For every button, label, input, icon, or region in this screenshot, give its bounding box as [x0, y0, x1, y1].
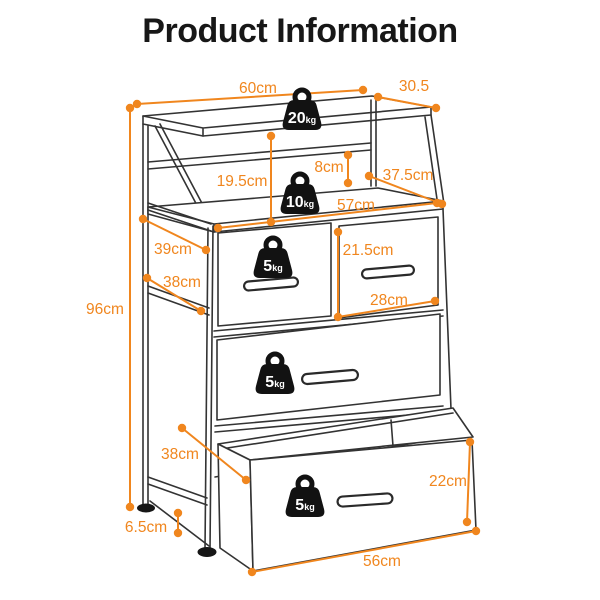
dot: [471, 526, 481, 536]
dot: [196, 306, 206, 316]
bottom-drawer-handle: [336, 492, 394, 508]
weight-icons: 20kg 10kg 5kg 5kg 5kg: [253, 87, 325, 517]
dot: [432, 198, 442, 208]
measurement-label: 6.5cm: [125, 519, 167, 536]
dot: [343, 150, 353, 160]
drawer-middle: [216, 313, 441, 421]
dot: [465, 437, 475, 447]
dot: [333, 227, 343, 237]
measurement-label: 28cm: [370, 292, 408, 309]
measurement-mid-drawer-depth: 38cm: [142, 273, 206, 316]
measurement-bottom-drawer-depth: 38cm: [161, 423, 251, 485]
measurement-label: 38cm: [161, 446, 199, 463]
measurement-label: 19.5cm: [217, 173, 268, 190]
dot: [266, 131, 276, 141]
dot: [173, 528, 183, 538]
front-left-foot: [197, 547, 217, 557]
weight-body: [255, 364, 295, 394]
measurement-small-drawer-height: 21.5cm: [333, 227, 394, 322]
drawer-small-left-handle: [242, 276, 300, 292]
dot: [343, 178, 353, 188]
measurement-leg-height: 6.5cm: [125, 508, 183, 538]
weight-icon-5kg-middle-drawer: 5kg: [255, 351, 295, 394]
dot: [213, 223, 223, 233]
measurement-label: 30.5: [399, 78, 429, 95]
measurement-label: 21.5cm: [343, 242, 394, 259]
measurement-label: 38cm: [163, 274, 201, 291]
box-back-rim: [220, 412, 454, 450]
dot: [125, 103, 135, 113]
dot: [462, 517, 472, 527]
measurement-label: 56cm: [363, 553, 401, 570]
page-title: Product Information: [142, 12, 458, 50]
measurements: 60cm 30.5 96cm 19.5cm: [86, 78, 481, 577]
weight-body: [285, 487, 325, 517]
measurement-shelf-depth: 37.5cm: [364, 167, 447, 209]
measurement-bottom-drawer-width: 56cm: [247, 526, 481, 577]
measurement-back-gap: 8cm: [314, 150, 353, 188]
weight-icon-10kg: 10kg: [280, 171, 320, 214]
hutch-back-rail: [147, 142, 372, 170]
dot: [132, 99, 142, 109]
dot: [173, 508, 183, 518]
measurement-top-width: 60cm: [132, 80, 368, 109]
measurement-label: 39cm: [154, 241, 192, 258]
weight-icon-5kg-bottom-drawer: 5kg: [285, 474, 325, 517]
weight-label: 10kg: [286, 194, 314, 211]
measurement-label: 8cm: [314, 159, 343, 176]
top-panel-edges: [142, 106, 432, 137]
dot: [138, 214, 148, 224]
weight-body: [253, 248, 293, 278]
drawer-middle-handle: [300, 368, 360, 386]
weight-label: 5kg: [265, 374, 284, 391]
measurement-label: 60cm: [239, 80, 277, 97]
left-front-leg: [204, 225, 214, 551]
weight-icon-5kg-top-drawer: 5kg: [253, 235, 293, 278]
measurement-top-drawer-depth: 39cm: [138, 214, 211, 258]
carcass-right-edge: [442, 208, 453, 435]
weight-label: 5kg: [295, 497, 314, 514]
weight-label: 5kg: [263, 258, 282, 275]
back-left-leg: [142, 123, 149, 505]
dot: [247, 567, 257, 577]
measurement-label: 22cm: [429, 473, 467, 490]
measurement-label: 96cm: [86, 301, 124, 318]
measurement-overall-height: 96cm: [86, 103, 135, 512]
dot: [241, 475, 251, 485]
weight-label: 20kg: [288, 110, 316, 127]
dot: [177, 423, 187, 433]
measurement-label: 37.5cm: [383, 167, 434, 184]
measurement-small-drawer-width: 28cm: [337, 292, 440, 318]
dot: [125, 502, 135, 512]
weight-icon-20kg: 20kg: [282, 87, 322, 130]
measurement-bottom-drawer-height: 22cm: [429, 437, 475, 527]
dot: [142, 273, 152, 283]
measurement-label: 57cm: [337, 197, 375, 214]
dot: [364, 171, 374, 181]
right-front-post: [424, 114, 445, 207]
dot: [431, 103, 441, 113]
measurement-shelf-width: 57cm: [213, 197, 442, 233]
measurement-hutch-height: 19.5cm: [217, 131, 276, 227]
weight-body: [280, 184, 320, 214]
dot: [430, 296, 440, 306]
drawer-small-right-handle: [360, 264, 416, 280]
dot: [358, 85, 368, 95]
weight-body: [282, 100, 322, 130]
dot: [201, 245, 211, 255]
back-left-foot: [137, 503, 155, 513]
dot: [373, 92, 383, 102]
measurement-top-depth: 30.5: [373, 78, 441, 113]
box-left-face: [217, 443, 254, 572]
